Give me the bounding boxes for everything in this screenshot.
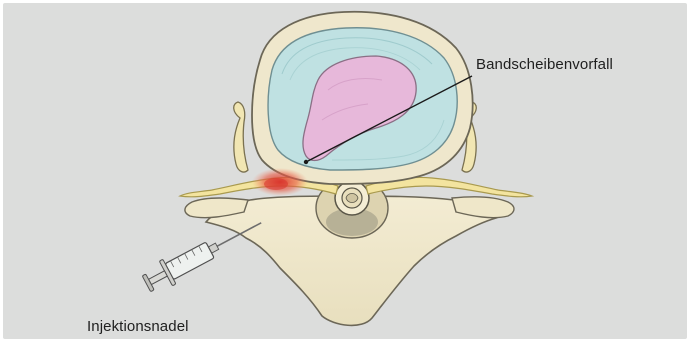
herniated-disc-label: Bandscheibenvorfall xyxy=(476,56,613,73)
facet-left xyxy=(234,102,248,172)
injection-needle-label: Injektionsnadel xyxy=(87,318,189,335)
